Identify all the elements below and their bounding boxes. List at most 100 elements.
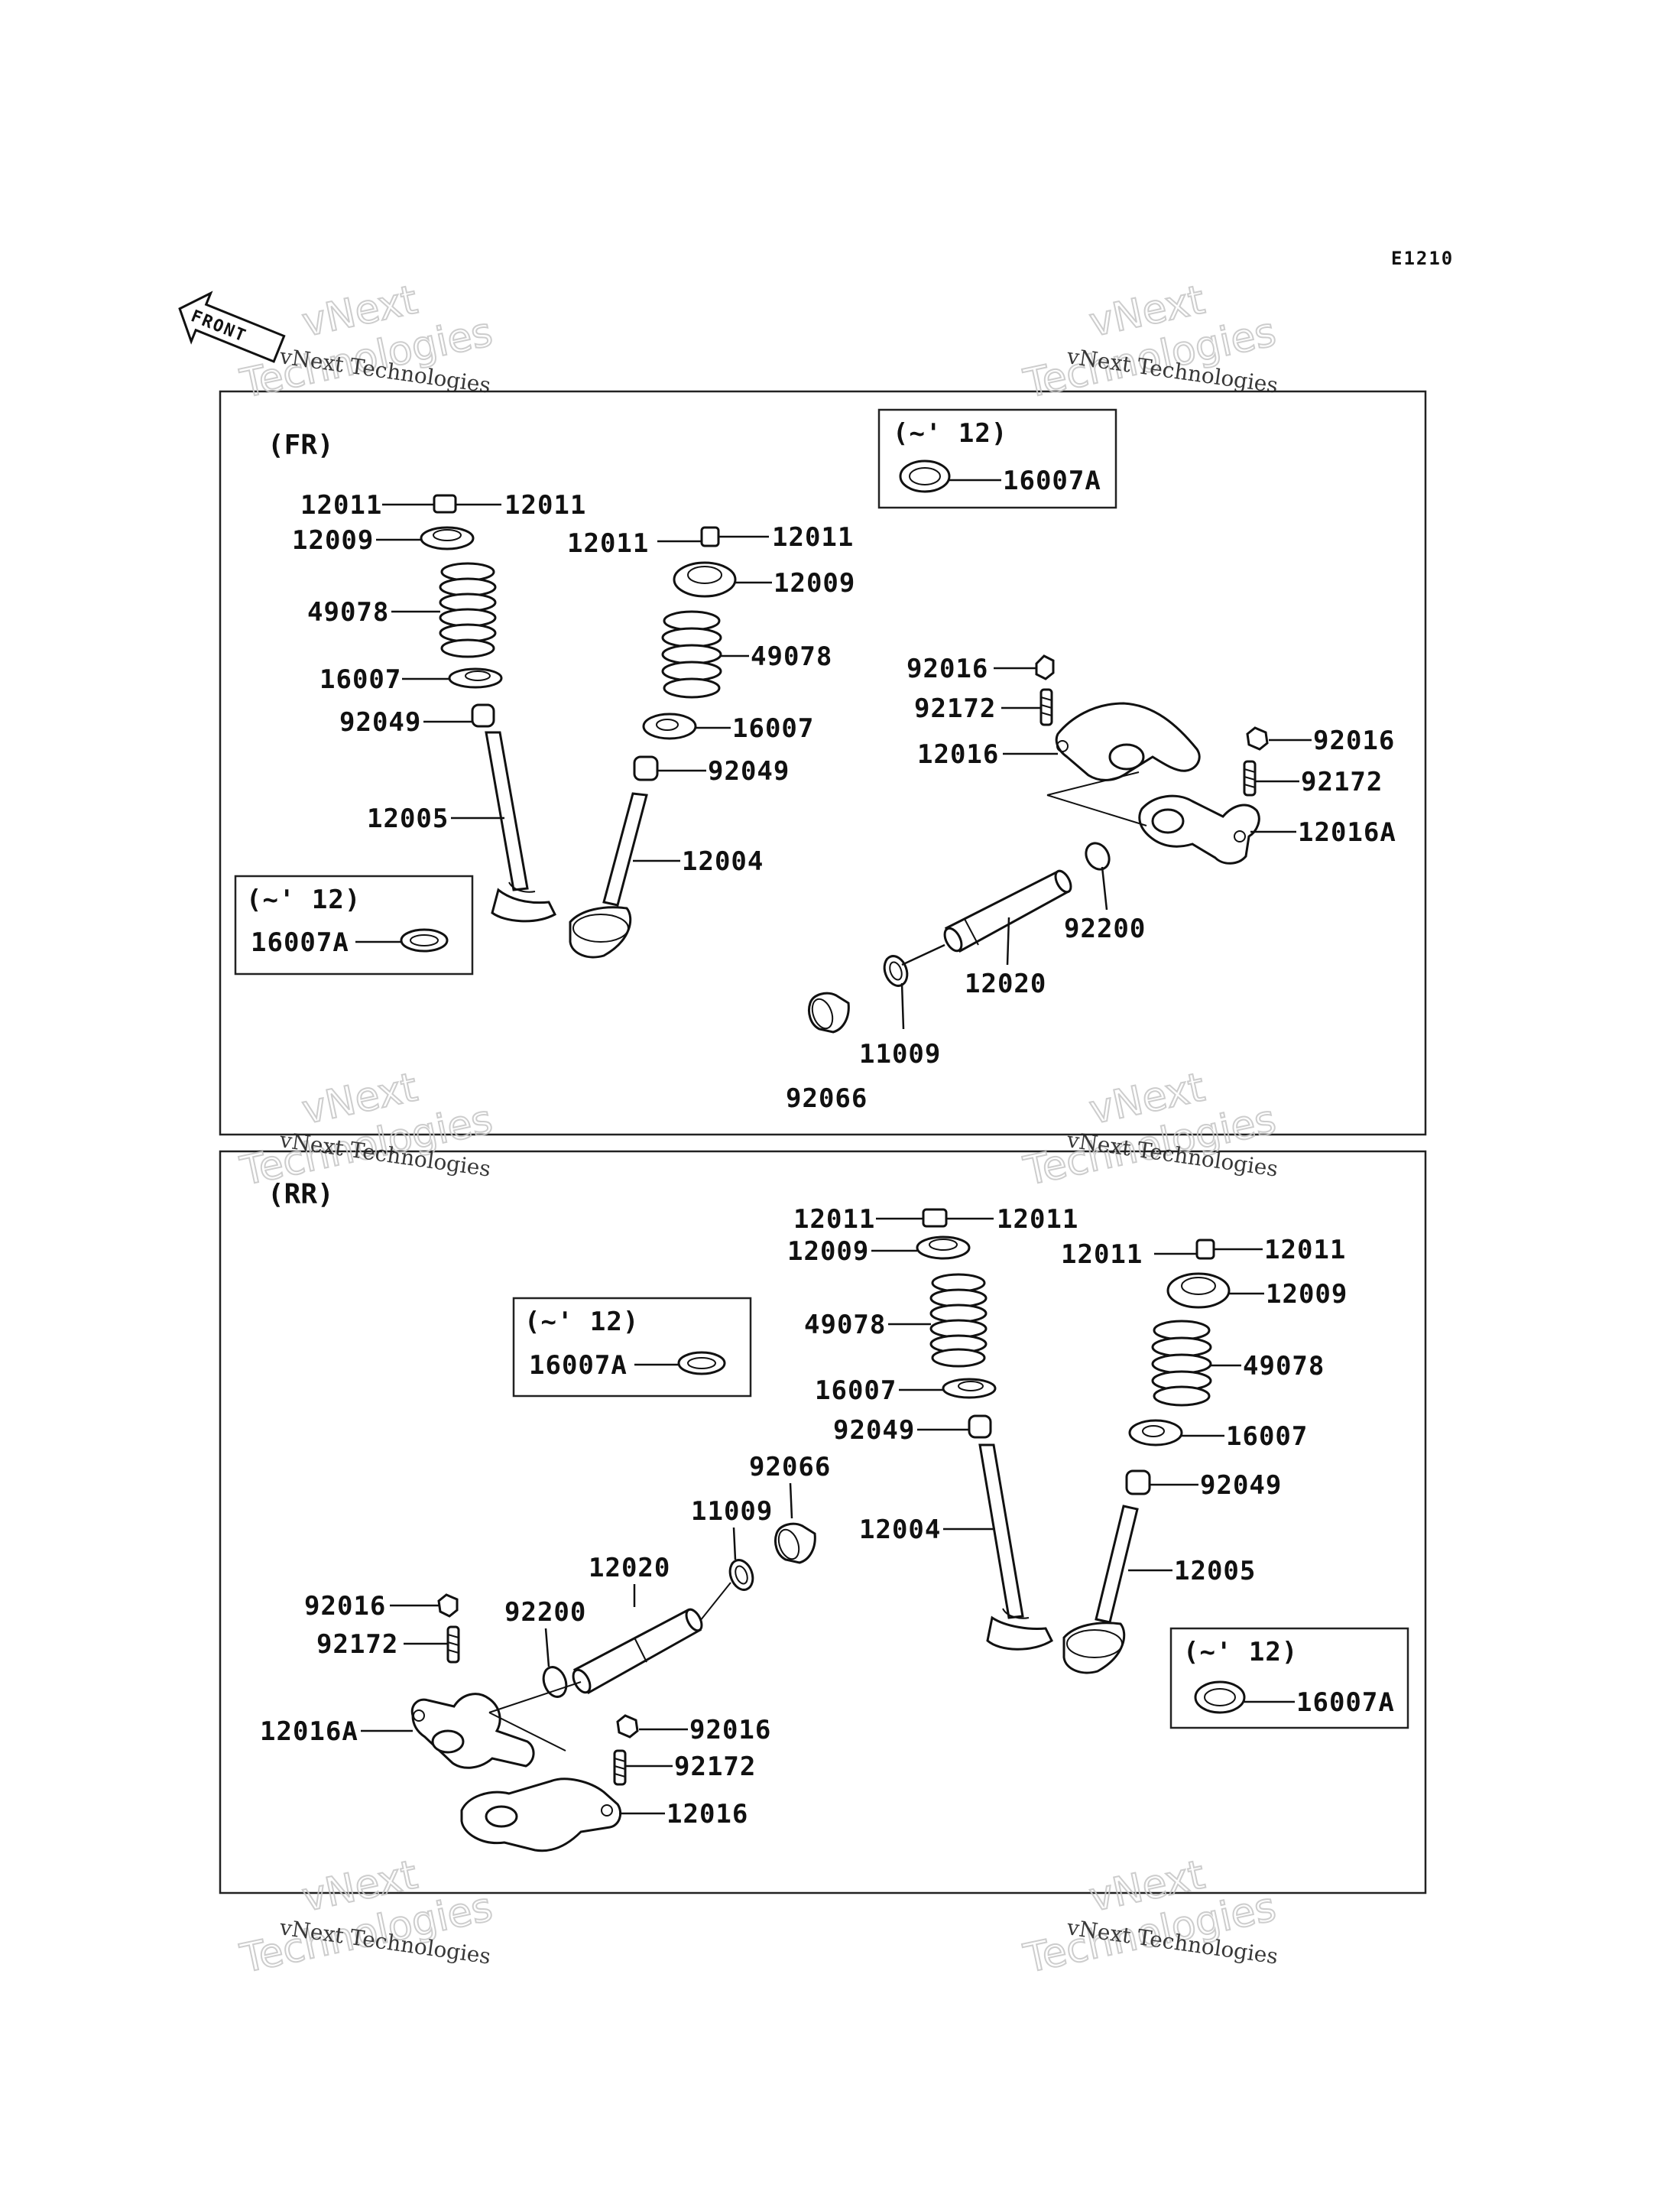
rr-left-valve-stack: 12011 12011 12009 49078 16007 92049 12 [787, 1204, 1078, 1651]
fr-label-12016: 12016 [917, 739, 999, 770]
valve-spring-49078[interactable] [439, 562, 497, 658]
intake-valve-12004[interactable] [978, 1443, 1053, 1651]
rr-label-16007A-right: 16007A [1296, 1687, 1395, 1718]
fr-label-16007A-left: 16007A [251, 927, 349, 958]
rr-label-12011-l2: 12011 [1061, 1239, 1143, 1270]
o-ring-92200[interactable] [1082, 839, 1114, 873]
o-ring-11009[interactable] [881, 953, 911, 989]
valve-spring-49078[interactable] [661, 610, 722, 699]
fr-label-16007-l: 16007 [319, 664, 401, 695]
spring-retainer-12009[interactable] [916, 1235, 971, 1260]
fr-label-16007A-top: 16007A [1003, 466, 1101, 496]
rr-label-16007-l: 16007 [815, 1375, 897, 1406]
rr-right-valve-stack: 12011 12011 12009 49078 16007 92049 1200… [1061, 1235, 1348, 1674]
valve-keeper-12011[interactable] [700, 526, 720, 547]
fr-label-16007-r: 16007 [732, 713, 814, 744]
lock-nut-92016[interactable] [437, 1593, 459, 1618]
fr-shaft-group: 92200 12020 11009 92066 [786, 839, 1146, 1114]
rr-label-92049-r: 92049 [1200, 1470, 1282, 1501]
rr-label-92066: 92066 [749, 1452, 831, 1482]
valve-stem-seal-16007a[interactable] [899, 459, 951, 493]
rr-label-12005: 12005 [1174, 1556, 1256, 1586]
fr-label-92200: 92200 [1064, 914, 1146, 944]
stem-seal-92049[interactable] [471, 703, 495, 728]
rr-label-12011-r2: 12011 [1264, 1235, 1346, 1265]
fr-label-12011-r: 12011 [504, 490, 586, 521]
rr-label-12009-l: 12009 [787, 1236, 869, 1267]
rr-section-frame [219, 1150, 1427, 1894]
rr-shaft-group: 92066 11009 12020 92200 [504, 1452, 831, 1698]
exhaust-valve-12005[interactable] [1062, 1505, 1139, 1674]
rr-label-92016-b: 92016 [689, 1715, 771, 1745]
rr-label-12011-r: 12011 [997, 1204, 1078, 1235]
rocker-shaft-12020[interactable] [570, 1582, 731, 1695]
fr-section-title: (FR) [268, 430, 334, 461]
fr-label-12011-l2: 12011 [567, 528, 649, 559]
rocker-arm-12016a[interactable] [410, 1693, 535, 1769]
rr-label-49078-l: 49078 [804, 1310, 886, 1340]
rr-label-92172-a: 92172 [316, 1629, 398, 1660]
lock-nut-92016[interactable] [1035, 654, 1055, 680]
intake-valve-12004[interactable] [569, 792, 648, 959]
spring-retainer-12009[interactable] [673, 561, 737, 598]
fr-inset-left-title: (~' 12) [246, 885, 361, 915]
fr-label-49078-r: 49078 [751, 641, 832, 672]
stem-seal-92049[interactable] [633, 755, 659, 781]
rr-label-12016: 12016 [666, 1799, 748, 1830]
rr-label-16007A-mid: 16007A [529, 1350, 628, 1381]
stem-seal-92049[interactable] [968, 1414, 992, 1439]
valve-stem-seal-16007a[interactable] [1194, 1680, 1246, 1714]
fr-inset-top-title: (~' 12) [893, 418, 1007, 449]
valve-keeper-12011[interactable] [922, 1208, 948, 1228]
fr-left-valve-stack: 12011 12011 12009 49078 16007 92049 12 [292, 490, 586, 923]
lock-nut-92016[interactable] [616, 1714, 639, 1739]
valve-spring-49078[interactable] [929, 1273, 988, 1368]
valve-stem-seal-16007a[interactable] [677, 1351, 726, 1375]
valve-keeper-12011[interactable] [433, 494, 457, 514]
rocker-shaft-12020[interactable] [942, 868, 1075, 953]
rr-section-title: (RR) [268, 1179, 334, 1210]
valve-spring-49078[interactable] [1151, 1320, 1212, 1407]
fr-label-92016-a: 92016 [906, 654, 988, 684]
fr-label-12011-r2: 12011 [772, 522, 854, 553]
valve-stem-seal-16007a[interactable] [400, 928, 449, 953]
fr-section-frame [219, 390, 1427, 1136]
rr-label-92200: 92200 [504, 1597, 586, 1628]
lock-nut-92016[interactable] [1246, 726, 1269, 751]
fr-label-12020: 12020 [965, 969, 1046, 999]
rocker-arm-12016[interactable] [460, 1778, 622, 1852]
stem-seal-92049[interactable] [1125, 1469, 1151, 1495]
rr-label-92016-a: 92016 [304, 1591, 386, 1622]
fr-label-92172-a: 92172 [914, 693, 996, 724]
rr-rocker-assembly: 92016 92172 12016A 92016 92172 12016 [260, 1591, 771, 1852]
cap-bolt-92066[interactable] [808, 992, 850, 1034]
fr-label-12011-l: 12011 [300, 490, 382, 521]
rr-label-11009: 11009 [691, 1496, 773, 1527]
cap-bolt-92066[interactable] [774, 1522, 816, 1564]
rr-inset-mid [512, 1297, 752, 1398]
fr-label-92016-b: 92016 [1313, 726, 1395, 756]
fr-label-92172-b: 92172 [1301, 767, 1383, 797]
rr-label-12009-r: 12009 [1266, 1279, 1348, 1310]
rr-inset-right [1169, 1627, 1409, 1729]
fr-inset-left [234, 875, 474, 976]
rocker-arm-12016[interactable] [1055, 702, 1201, 781]
rr-label-12004: 12004 [859, 1515, 941, 1545]
fr-label-92049-l: 92049 [339, 707, 421, 738]
spring-seat-16007[interactable] [1128, 1419, 1183, 1446]
fr-rocker-assembly: 92016 92172 12016 92016 92172 12016A [906, 654, 1396, 865]
fr-right-valve-stack: 12011 12011 12009 49078 16007 92049 1200… [567, 522, 855, 959]
rr-inset-mid-title: (~' 12) [524, 1307, 639, 1337]
diagram-code: E1210 [1391, 248, 1454, 269]
fr-label-12005: 12005 [367, 804, 449, 834]
spring-seat-16007[interactable] [642, 713, 697, 740]
spring-retainer-12009[interactable] [420, 526, 475, 550]
spring-retainer-12009[interactable] [1166, 1272, 1231, 1309]
fr-label-12009-r: 12009 [774, 568, 855, 599]
fr-label-49078-l: 49078 [307, 597, 389, 628]
o-ring-11009[interactable] [726, 1557, 757, 1592]
fr-label-12009-l: 12009 [292, 525, 374, 556]
valve-keeper-12011[interactable] [1195, 1239, 1215, 1260]
exhaust-valve-12005[interactable] [485, 731, 556, 923]
